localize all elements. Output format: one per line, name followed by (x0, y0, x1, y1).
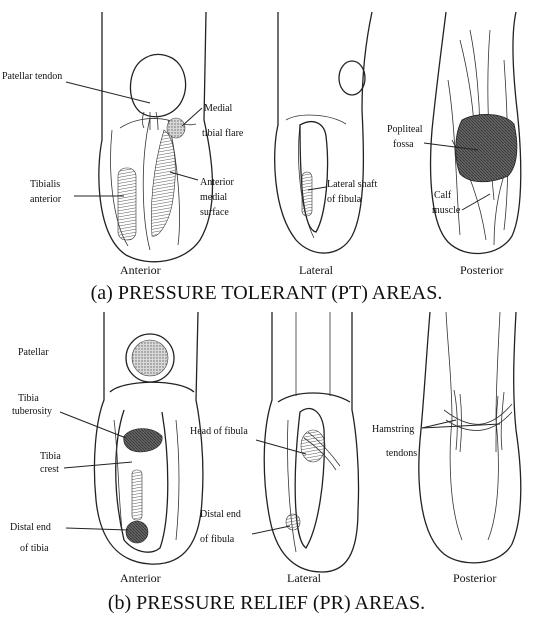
b-anterior-stump (94, 312, 202, 564)
b-lateral-stump (264, 312, 358, 572)
b-view-lateral: Lateral (287, 571, 322, 585)
label-medial-tibial-flare-1: Medial (204, 103, 233, 114)
label-head-of-fibula: Head of fibula (190, 426, 248, 437)
label-distal-end-tibia-2: of tibia (20, 543, 49, 554)
b-posterior-stump (419, 312, 521, 563)
label-popliteal-1: Popliteal (387, 124, 423, 135)
a-view-posterior: Posterior (460, 263, 503, 277)
label-anterior-medial-3: surface (200, 207, 229, 218)
label-hamstring-1: Hamstring (372, 424, 414, 435)
a-view-anterior: Anterior (120, 263, 161, 277)
label-tibia-crest-1: Tibia (40, 451, 61, 462)
label-tibia-tuberosity-2: tuberosity (12, 406, 52, 417)
label-calf-1: Calf (434, 190, 452, 201)
label-anterior-medial-1: Anterior (200, 177, 235, 188)
label-tibialis-anterior-1: Tibialis (30, 179, 60, 190)
a-anterior-stump (99, 12, 213, 262)
label-distal-end-fibula-2: of fibula (200, 534, 235, 545)
label-popliteal-2: fossa (393, 139, 414, 150)
label-tibia-tuberosity-1: Tibia (18, 393, 39, 404)
label-lateral-shaft-2: of fibula (327, 194, 362, 205)
label-medial-tibial-flare-2: tibial flare (202, 128, 244, 139)
label-lateral-shaft-1: Lateral shaft (327, 179, 377, 190)
caption-panel-b: (b) PRESSURE RELIEF (PR) AREAS. (0, 592, 533, 615)
a-posterior-stump (431, 12, 521, 253)
label-anterior-medial-2: medial (200, 192, 227, 203)
label-patellar-tendon: Patellar tendon (2, 71, 62, 82)
label-distal-end-fibula-1: Distal end (200, 509, 241, 520)
label-tibialis-anterior-2: anterior (30, 194, 62, 205)
a-view-lateral: Lateral (299, 263, 334, 277)
b-view-anterior: Anterior (120, 571, 161, 585)
label-distal-end-tibia-1: Distal end (10, 522, 51, 533)
label-tibia-crest-2: crest (40, 464, 59, 475)
a-lateral-stump (275, 12, 372, 253)
label-calf-2: muscle (432, 205, 461, 216)
b-view-posterior: Posterior (453, 571, 496, 585)
label-hamstring-2: tendons (386, 448, 417, 459)
label-patellar: Patellar (18, 347, 49, 358)
b-posterior-labels: Hamstring tendons Posterior (372, 420, 500, 585)
caption-panel-a: (a) PRESSURE TOLERANT (PT) AREAS. (0, 282, 533, 305)
